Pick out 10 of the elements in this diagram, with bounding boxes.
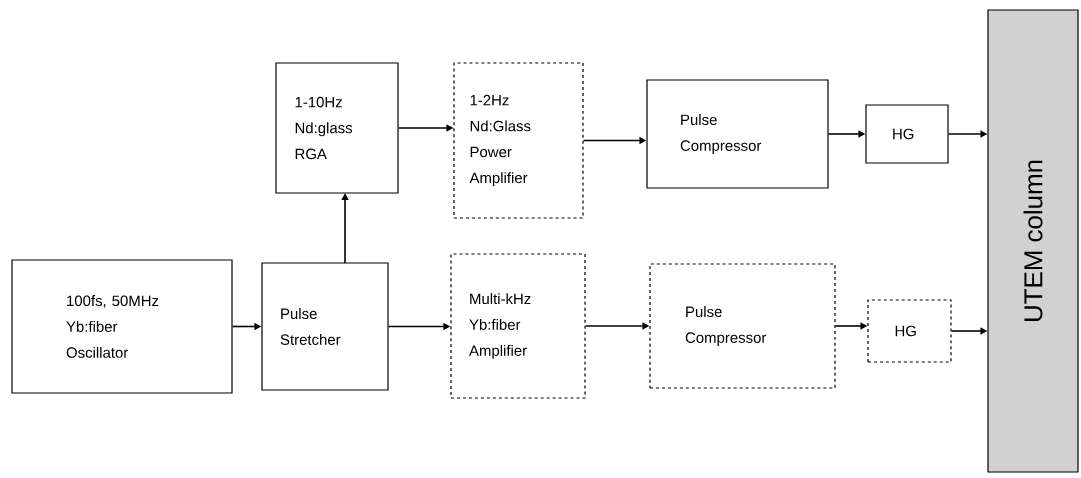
- process-box: Pulse Compressor: [649, 263, 836, 389]
- process-box: HG: [867, 299, 952, 363]
- process-box: 1-2Hz Nd:Glass Power Amplifier: [453, 62, 584, 219]
- process-box: Pulse Compressor: [646, 79, 829, 189]
- process-box: Pulse Stretcher: [261, 262, 389, 391]
- column-box: UTEM column: [987, 9, 1079, 473]
- process-box: 100fs, 50MHz Yb:fiber Oscillator: [11, 259, 233, 394]
- process-box: Multi-kHz Yb:fiber Amplifier: [450, 253, 586, 399]
- process-box: 1-10Hz Nd:glass RGA: [275, 62, 399, 194]
- process-box: HG: [865, 104, 949, 164]
